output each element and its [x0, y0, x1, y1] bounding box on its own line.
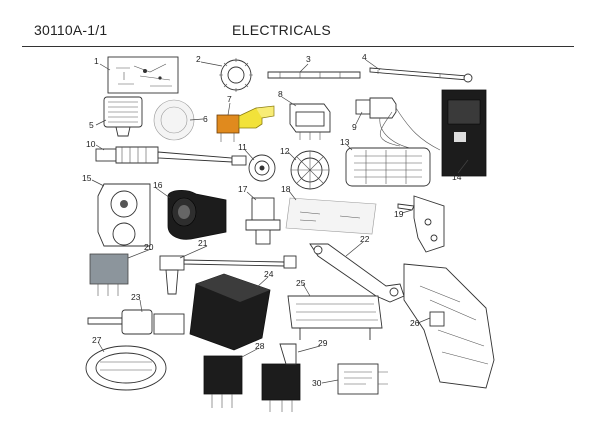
callout-12: 12: [280, 146, 290, 156]
part-13-rectangular-lamp[interactable]: [345, 147, 431, 187]
part-4-cable-assembly[interactable]: [369, 67, 473, 83]
part-5-work-light[interactable]: [103, 96, 143, 137]
callout-2: 2: [196, 54, 201, 64]
callout-14: 14: [452, 172, 462, 182]
part-22-lever-arm[interactable]: [309, 243, 405, 303]
page-title: ELECTRICALS: [232, 22, 331, 38]
part-17-pressure-switch[interactable]: [245, 197, 281, 245]
part-29-bracket-relay[interactable]: [261, 343, 301, 412]
callout-26: 26: [410, 318, 420, 328]
callout-28: 28: [255, 341, 265, 351]
callout-27: 27: [92, 335, 102, 345]
part-catalog-code: 30110A-1/1: [34, 22, 108, 38]
part-27-oval-lamp[interactable]: [85, 345, 167, 391]
part-26-tail-lamp[interactable]: [403, 263, 495, 389]
part-10-sensor-cable[interactable]: [95, 146, 247, 166]
callout-20: 20: [144, 242, 154, 252]
callout-6: 6: [203, 114, 208, 124]
part-24-control-module[interactable]: [189, 273, 271, 351]
part-21-sensor-cable[interactable]: [159, 255, 297, 295]
part-25-light-bar[interactable]: [287, 295, 383, 340]
callout-3: 3: [306, 54, 311, 64]
callout-13: 13: [340, 137, 350, 147]
callout-10: 10: [86, 139, 96, 149]
callout-24: 24: [264, 269, 274, 279]
part-11-horn[interactable]: [248, 154, 276, 182]
callout-19: 19: [394, 209, 404, 219]
callout-15: 15: [82, 173, 92, 183]
callout-29: 29: [318, 338, 328, 348]
part-6-light-lens[interactable]: [153, 99, 195, 141]
part-12-round-indicator[interactable]: [290, 150, 330, 190]
part-28-black-relay[interactable]: [203, 355, 243, 408]
page-header: 30110A-1/1 ELECTRICALS: [0, 0, 600, 48]
callout-22: 22: [360, 234, 370, 244]
part-23-cable-switch[interactable]: [87, 309, 185, 335]
header-divider: [22, 46, 574, 47]
part-7-halogen-bulb[interactable]: [216, 105, 275, 142]
callout-23: 23: [131, 292, 141, 302]
callout-7: 7: [227, 94, 232, 104]
callout-1: 1: [94, 56, 99, 66]
part-20-grey-relay[interactable]: [89, 253, 129, 296]
part-16-power-socket[interactable]: [167, 190, 227, 240]
callout-4: 4: [362, 52, 367, 62]
callout-18: 18: [281, 184, 291, 194]
callout-30: 30: [312, 378, 322, 388]
callout-8: 8: [278, 89, 283, 99]
callout-21: 21: [198, 238, 208, 248]
callout-9: 9: [352, 122, 357, 132]
part-30-flasher-unit[interactable]: [337, 363, 388, 395]
exploded-parts-diagram: 1 2 3 4 5 6 7 8 9 10 11 12 13 14 15 16 1…: [82, 52, 495, 412]
part-8-rocker-switch[interactable]: [289, 103, 331, 140]
callout-5: 5: [89, 120, 94, 130]
callout-11: 11: [238, 142, 247, 152]
part-14-control-panel[interactable]: [441, 89, 487, 177]
callout-25: 25: [296, 278, 306, 288]
callout-16: 16: [153, 180, 163, 190]
part-18-label-plate[interactable]: [285, 197, 377, 235]
part-3-fuse-strip[interactable]: [267, 71, 361, 79]
part-15-headlamp-housing[interactable]: [97, 183, 151, 247]
part-9-connector-harness[interactable]: [355, 97, 441, 151]
callout-17: 17: [238, 184, 248, 194]
callout-labels: 1 2 3 4 5 6 7 8 9 10 11 12 13 14 15 16 1…: [82, 52, 462, 388]
part-2-lock-washer[interactable]: [219, 58, 253, 92]
part-19-mounting-bracket[interactable]: [397, 195, 445, 253]
part-1-wiring-kit[interactable]: [107, 56, 179, 94]
